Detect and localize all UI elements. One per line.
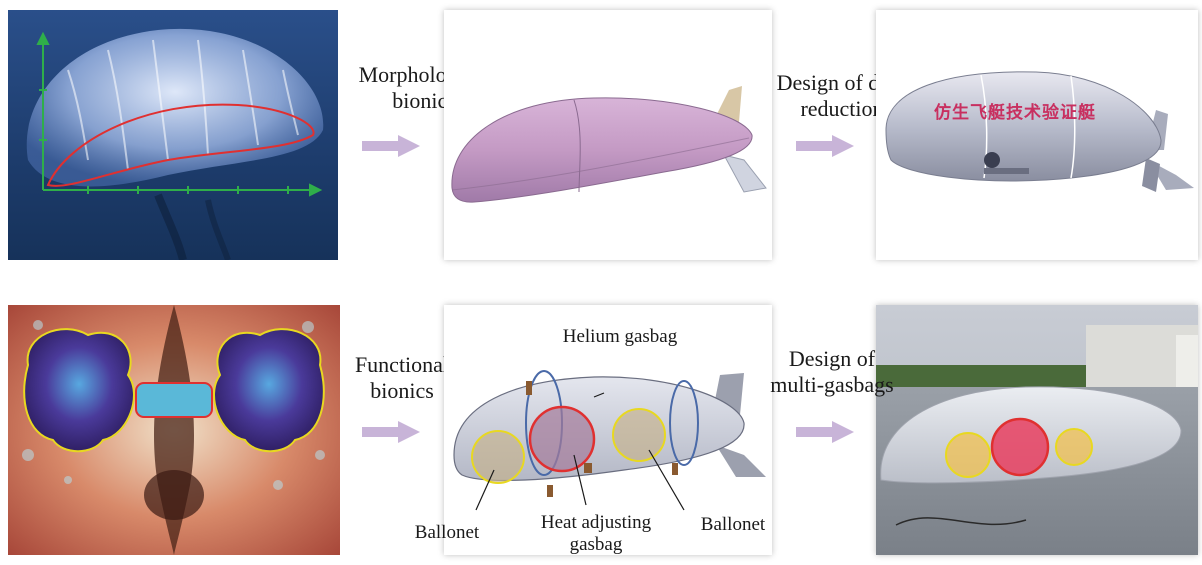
label-line: Design of bbox=[756, 346, 908, 372]
organism-image bbox=[8, 305, 340, 555]
airship-hull-text: 仿生飞艇技术验证艇 bbox=[934, 98, 1096, 123]
annotation-ballonet-left: Ballonet bbox=[402, 522, 492, 544]
arrow-right-icon bbox=[796, 421, 854, 443]
annotation-line: Heat adjusting bbox=[516, 512, 676, 534]
label-line: multi-gasbags bbox=[756, 372, 908, 398]
annotation-ballonet-right: Ballonet bbox=[688, 514, 778, 536]
multi-gasbag-photo bbox=[876, 305, 1198, 555]
arrow-right-icon bbox=[796, 135, 854, 157]
morphological-hull-render bbox=[444, 10, 772, 260]
arrow-right-icon bbox=[362, 421, 420, 443]
drag-reduction-airship-photo: 仿生飞艇技术验证艇 bbox=[876, 10, 1198, 260]
jellyfish-photo bbox=[8, 10, 338, 260]
annotation-line: gasbag bbox=[516, 534, 676, 556]
arrow-right-icon bbox=[362, 135, 420, 157]
step-label-multi-gasbags: Design of multi-gasbags bbox=[756, 346, 908, 398]
annotation-helium-gasbag: Helium gasbag bbox=[540, 326, 700, 348]
annotation-heat-adjusting-gasbag: Heat adjusting gasbag bbox=[516, 512, 676, 556]
